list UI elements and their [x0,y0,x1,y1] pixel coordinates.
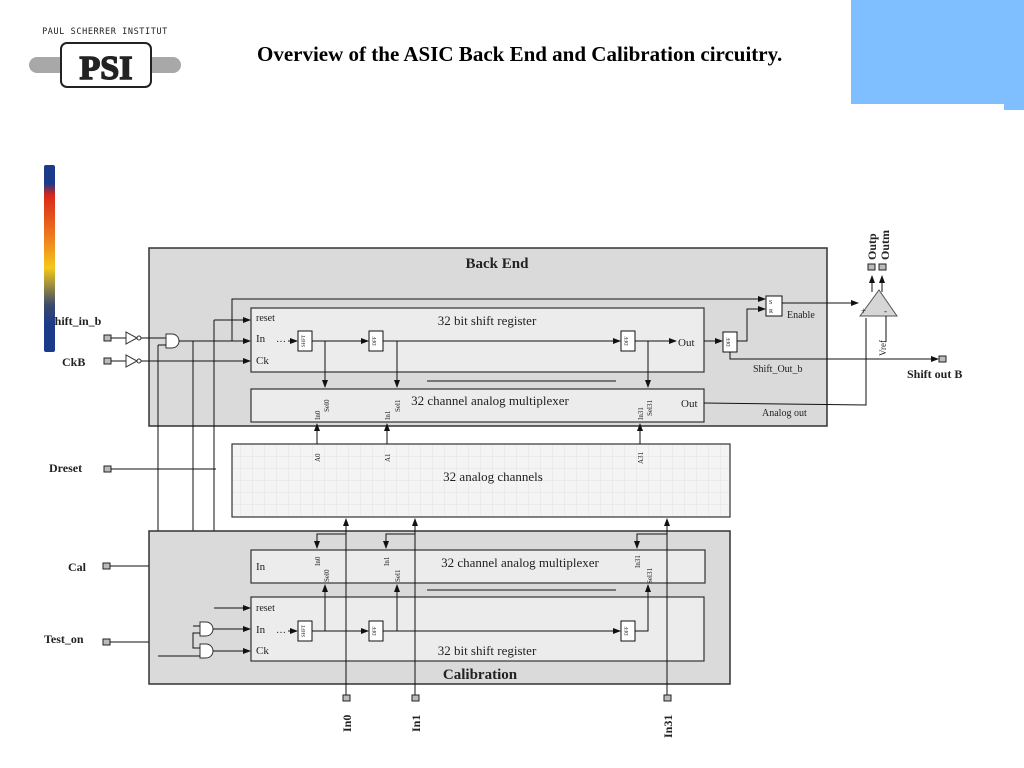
cal-shift-register-label: 32 bit shift register [438,643,537,658]
be-mux-in1: In1 [384,410,392,420]
top-pins: Outp Outm [865,230,892,271]
cal-dots: … [276,625,286,636]
comparator-minus: - [884,306,887,316]
be-port-reset: reset [256,313,275,324]
cal-port-in: In [256,624,266,636]
sr-latch [765,295,783,317]
pin-cal [102,562,111,570]
cal-mux-sel0: Sel0 [323,569,331,582]
bottom-pins: In0 In1 In31 [314,518,675,738]
analog-channels-block: 32 analog channels A0 A1 A31 [231,423,731,518]
corner-accent-tail [1004,0,1024,110]
be-mux-in0: In0 [314,410,322,420]
pin-label-test-on: Test_on [44,632,84,646]
left-pins: Shift_in_b CkB Dreset Cal Test_on [44,314,251,656]
back-end-shift-register: 32 bit shift register reset In Ck Out … … [250,307,705,388]
and-gate-cal-ck [199,643,214,659]
logo-caption: PAUL SCHERRER INSTITUT [42,27,168,37]
corner-accent-block [851,0,1004,104]
vref-label: Vref [878,340,888,356]
pin-label-in31: In31 [661,715,675,738]
comparator-plus: + [861,306,866,316]
cal-port-reset: reset [256,603,275,614]
pin-label-outm: Outm [878,230,892,260]
pin-outm [878,263,887,271]
inverter-shift-in [125,331,139,345]
be-mux-in31: In31 [637,407,645,420]
enable-label: Enable [787,310,815,321]
be-output-dff-label: DFF [727,337,732,346]
cal-cell-dff1-label: DFF [373,626,378,635]
calibration-shift-register: 32 bit shift register reset In Ck … SHFT… [158,584,705,662]
pin-shift-in-b [103,334,112,342]
pin-ckb [103,357,112,365]
cal-cell-dff2-label: DFF [625,626,630,635]
channel-out-a0: A0 [314,453,322,462]
pin-label-dreset: Dreset [49,461,82,475]
calibration-title: Calibration [443,667,518,683]
pin-label-cal: Cal [68,560,87,574]
be-port-in: In [256,333,266,345]
slide-title: Overview of the ASIC Back End and Calibr… [257,42,783,66]
be-port-out: Out [678,337,695,349]
back-end-multiplexer: 32 channel analog multiplexer Out In0 Se… [250,388,705,423]
psi-logo-mark: PSI [29,42,181,88]
pin-dreset [103,465,112,473]
analog-out-label: Analog out [762,408,807,419]
be-cell-shft-label: SHFT [302,335,307,347]
be-mux-label: 32 channel analog multiplexer [411,393,569,408]
be-mux-sel1: Sel1 [394,399,402,412]
channel-out-a1: A1 [384,453,392,462]
inverter-ckb [125,354,139,368]
logo-text: PSI [80,50,133,87]
right-pins: Shift out B [907,355,962,381]
pin-label-in0: In0 [340,715,354,732]
cal-mux-sel1: Sel1 [394,569,402,582]
cal-port-ck: Ck [256,645,269,657]
be-shift-register-label: 32 bit shift register [438,313,537,328]
pin-label-outp: Outp [865,233,879,260]
pin-outp [867,263,876,271]
cal-cell-shft-label: SHFT [302,625,307,637]
output-comparator: + - Vref [859,275,898,356]
be-mux-sel0: Sel0 [323,399,331,412]
back-end-title: Back End [466,256,530,272]
be-mux-out: Out [681,398,698,410]
sr-latch-s: S [769,300,772,306]
sr-latch-r: R [769,309,773,315]
cal-mux-in: In [256,561,266,573]
cal-mux-in0: In0 [314,556,322,566]
psi-logo: PAUL SCHERRER INSTITUT PSI [27,27,183,89]
cal-mux-sel31: Sel31 [646,568,654,584]
pin-label-shift-in-b: Shift_in_b [48,314,102,328]
pin-test-on [102,638,111,646]
pin-shift-out-b [938,355,947,363]
cal-mux-in1: In1 [383,556,391,566]
cal-mux-label: 32 channel analog multiplexer [441,555,599,570]
pin-label-shift-out-b: Shift out B [907,367,962,381]
and-gate-shift-in [165,333,180,349]
pin-in0 [342,694,351,702]
back-end-output-logic: DFF S R Enable Shift_Out_b Analog out [231,295,939,419]
and-gate-cal-in [199,621,214,637]
pin-label-ckb: CkB [62,355,85,369]
analog-channels-label: 32 analog channels [443,469,543,484]
shift-out-b-label: Shift_Out_b [753,364,802,375]
be-cell-dff2-label: DFF [625,336,630,345]
be-mux-sel31: Sel31 [646,400,654,416]
pin-label-in1: In1 [409,715,423,732]
be-cell-dff1-label: DFF [373,336,378,345]
side-color-bar [44,165,55,352]
calibration-multiplexer: 32 channel analog multiplexer In In0 Sel… [250,549,706,591]
cal-mux-in31: In31 [634,555,642,568]
be-dots: … [276,334,286,345]
pin-in31 [663,694,672,702]
pin-in1 [411,694,420,702]
be-port-ck: Ck [256,355,269,367]
channel-out-a31: A31 [637,451,645,464]
